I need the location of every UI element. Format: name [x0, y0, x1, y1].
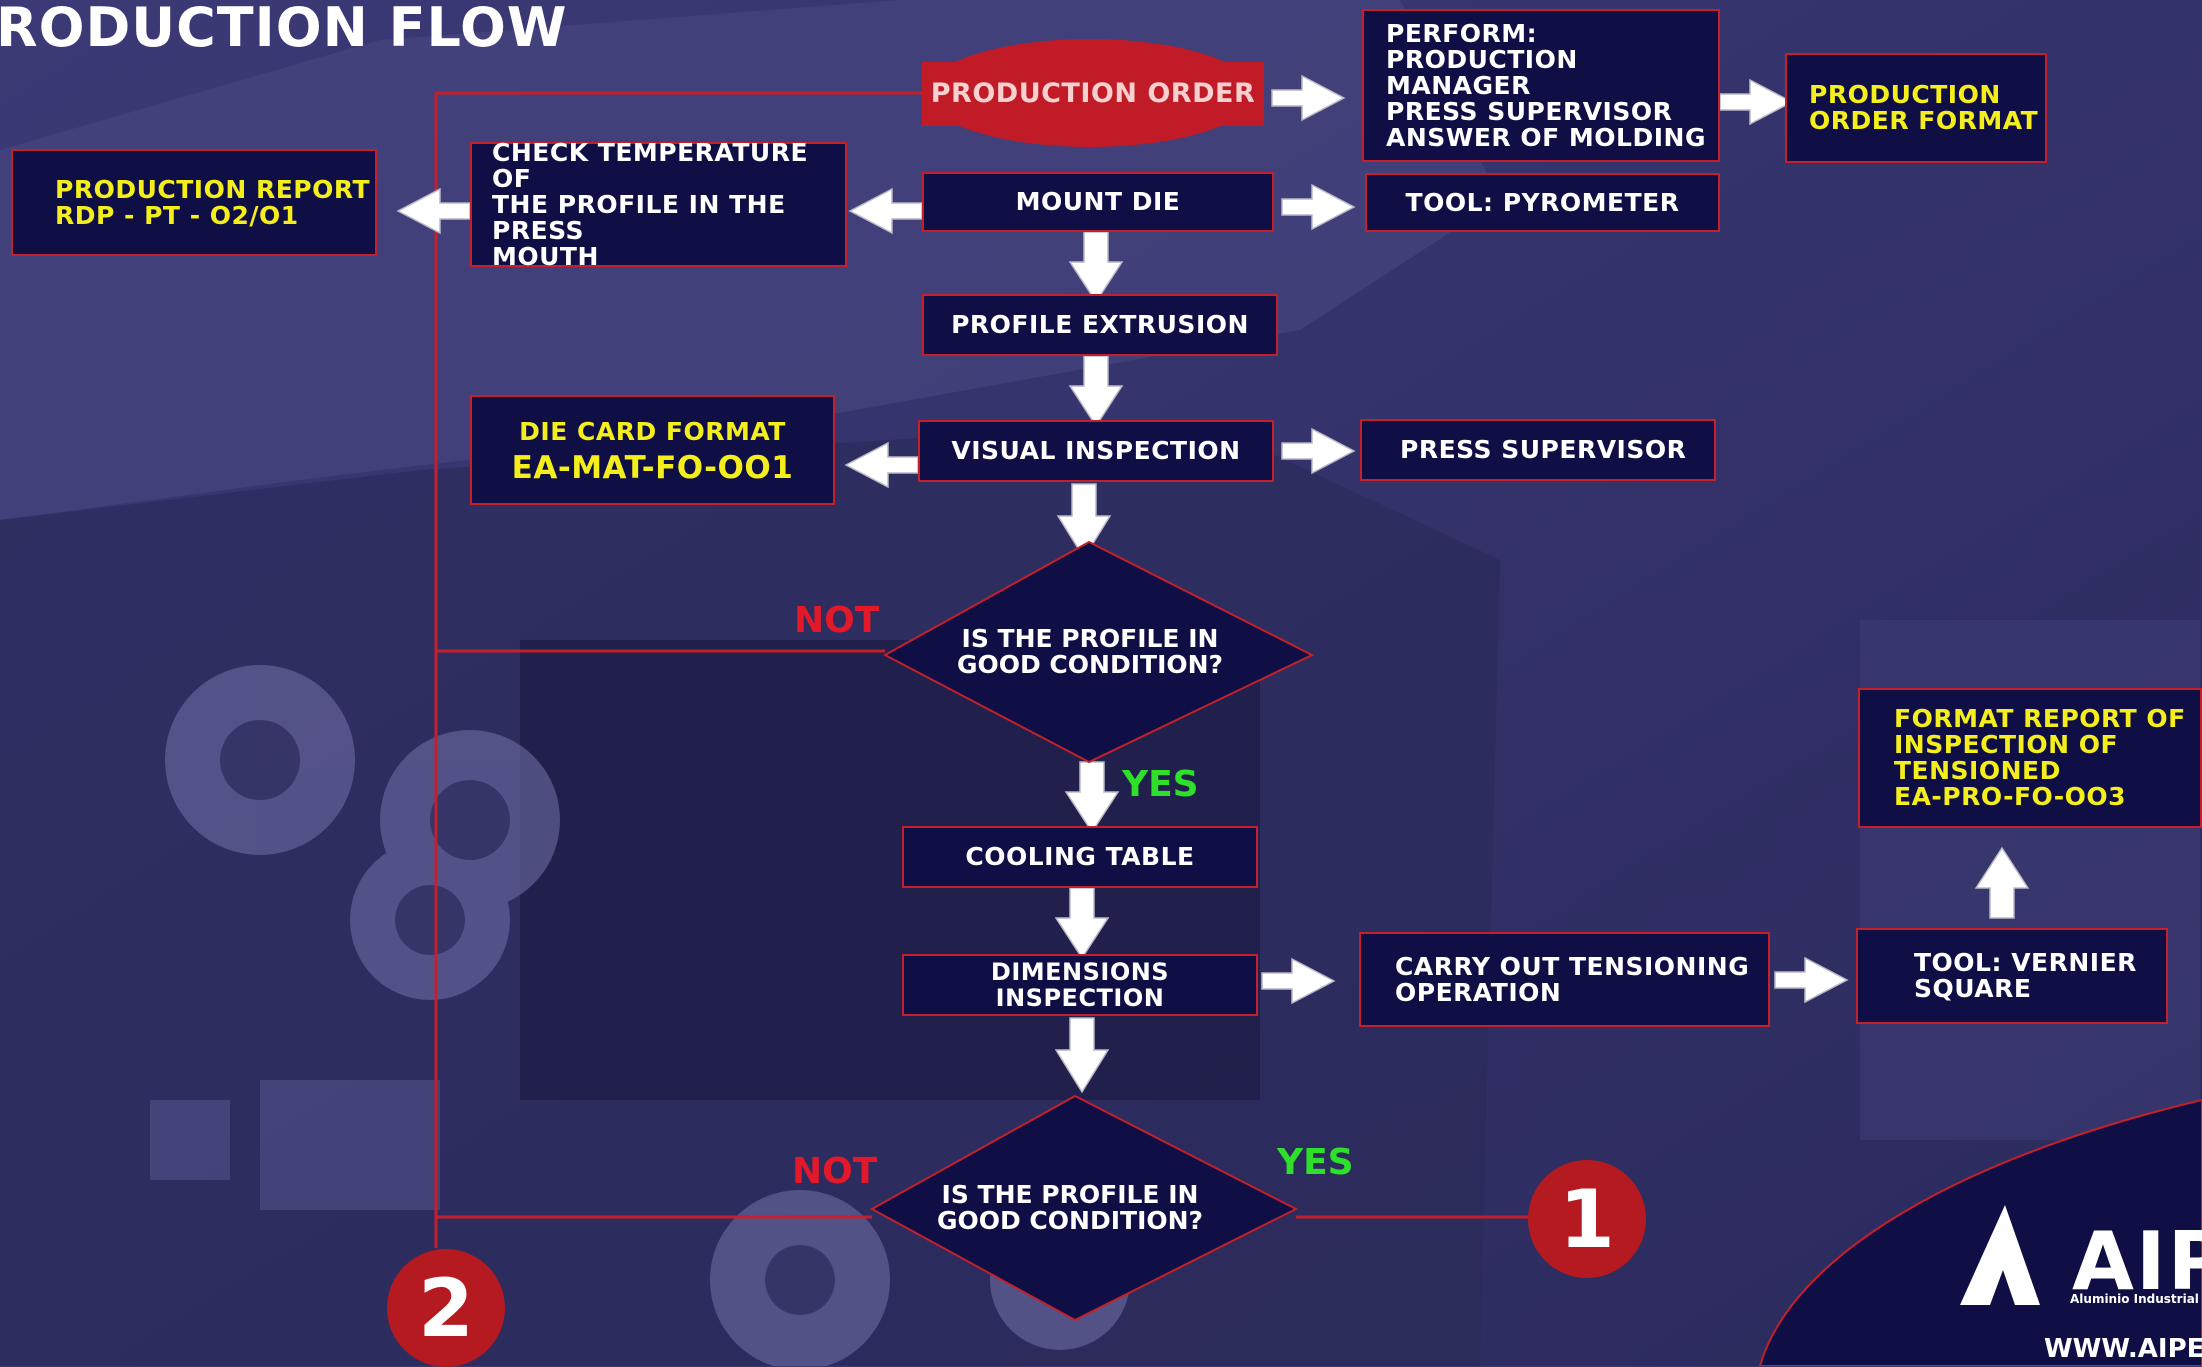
decision-2-text: IS THE PROFILE IN GOOD CONDITION? [936, 1180, 1204, 1235]
logo-url: WWW.AIPES [2044, 1334, 2202, 1364]
arrow-left [848, 187, 923, 235]
decision-diamond-1 [882, 540, 1315, 764]
yes-label-1: YES [1122, 764, 1199, 805]
cooling-table-node: COOLING TABLE [902, 826, 1258, 888]
visual-inspection-node: VISUAL INSPECTION [918, 420, 1274, 482]
arrow-right [1774, 956, 1849, 1004]
arrow-up [1974, 846, 2030, 919]
mount-die-node: MOUNT DIE [922, 172, 1274, 232]
die-card-format-code: EA-MAT-FO-OO1 [511, 450, 794, 486]
arrow-down [1054, 1017, 1110, 1094]
die-card-format-title: DIE CARD FORMAT [519, 417, 786, 446]
no-label-1: NOT [794, 600, 880, 641]
dimensions-inspection-node: DIMENSIONS INSPECTION [902, 954, 1258, 1016]
arrow-right [1719, 78, 1794, 126]
tensioning-node: CARRY OUT TENSIONING OPERATION [1359, 932, 1770, 1027]
connector-2: 2 [387, 1249, 505, 1367]
format-report-node: FORMAT REPORT OF INSPECTION OF TENSIONED… [1858, 688, 2202, 828]
arrow-down [1056, 483, 1112, 560]
arrow-right [1261, 957, 1336, 1005]
tool-pyrometer-node: TOOL: PYROMETER [1365, 173, 1720, 232]
arrow-left [844, 441, 919, 489]
connector-1: 1 [1528, 1160, 1646, 1278]
logo-mark [1960, 1205, 2040, 1305]
decision-diamond-2 [869, 1094, 1299, 1322]
check-temperature-node: CHECK TEMPERATURE OF THE PROFILE IN THE … [470, 139, 847, 269]
no-label-2: NOT [792, 1151, 878, 1192]
production-report-node: PRODUCTION REPORT RDP - PT - O2/O1 [11, 149, 377, 256]
logo-panel [1758, 1098, 2202, 1366]
perform-node: PERFORM: PRODUCTION MANAGER PRESS SUPERV… [1362, 9, 1720, 162]
decision-1-text: IS THE PROFILE IN GOOD CONDITION? [956, 624, 1224, 679]
yes-label-2: YES [1277, 1142, 1354, 1183]
press-supervisor-node: PRESS SUPERVISOR [1360, 419, 1716, 481]
arrow-right [1281, 427, 1356, 475]
arrow-down [1054, 887, 1110, 960]
profile-extrusion-node: PROFILE EXTRUSION [922, 294, 1278, 356]
arrow-down [1064, 761, 1120, 834]
production-order-format-node: PRODUCTION ORDER FORMAT [1785, 53, 2047, 163]
arrow-right [1281, 183, 1356, 231]
logo-tagline: Aluminio Industrial y [2070, 1292, 2202, 1306]
arrow-down [1068, 355, 1124, 428]
arrow-left [396, 187, 471, 235]
production-order-node: PRODUCTION ORDER [922, 62, 1264, 126]
die-card-format-node: DIE CARD FORMAT EA-MAT-FO-OO1 [470, 395, 835, 505]
page-title: RODUCTION FLOW [0, 0, 568, 59]
arrow-down [1068, 231, 1124, 304]
arrow-right [1271, 74, 1346, 122]
logo-name: AIP [2072, 1215, 2202, 1308]
tool-vernier-node: TOOL: VERNIER SQUARE [1856, 928, 2168, 1024]
